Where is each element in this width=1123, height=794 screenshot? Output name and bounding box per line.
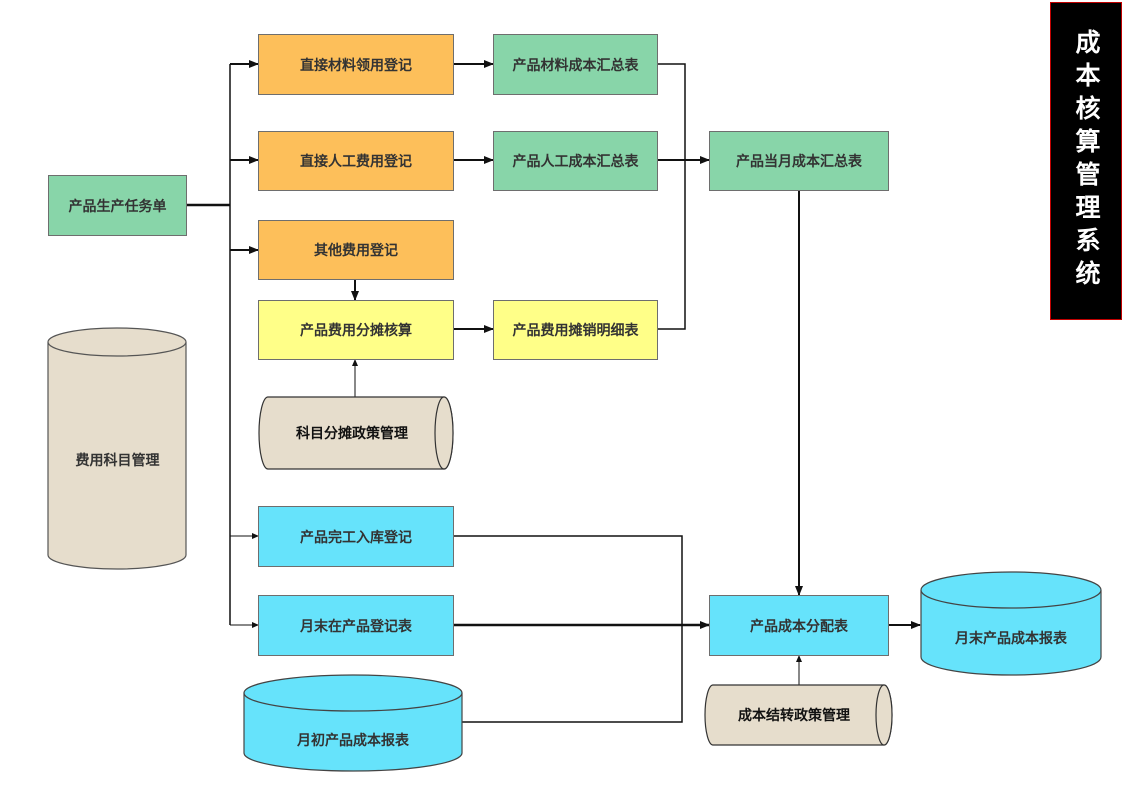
- labor-summary-label: 产品人工成本汇总表: [512, 154, 639, 170]
- expense-subject-cylinder: [47, 327, 187, 570]
- system-title-box: 成本核算管理系统: [1050, 2, 1122, 320]
- other-expense-box: 其他费用登记: [258, 220, 454, 280]
- direct-labor-box: 直接人工费用登记: [258, 131, 454, 191]
- monthly-summary-box: 产品当月成本汇总表: [709, 131, 889, 191]
- other-expense-label: 其他费用登记: [314, 243, 398, 259]
- material-summary-box: 产品材料成本汇总表: [493, 34, 658, 95]
- cost-distribution-box: 产品成本分配表: [709, 595, 889, 656]
- labor-summary-box: 产品人工成本汇总表: [493, 131, 658, 191]
- system-title: 成本核算管理系统: [1072, 29, 1101, 293]
- direct-material-box: 直接材料领用登记: [258, 34, 454, 95]
- expense-subject-label: 费用科目管理: [75, 453, 160, 469]
- wip-register-box: 月末在产品登记表: [258, 595, 454, 656]
- allocation-detail-box: 产品费用摊销明细表: [493, 300, 658, 360]
- allocation-calc-box: 产品费用分摊核算: [258, 300, 454, 360]
- task-order-box: 产品生产任务单: [48, 175, 187, 236]
- opening-report-cylinder: [243, 674, 463, 772]
- task-order-branch-lines: [186, 60, 259, 628]
- allocation-calc-label: 产品费用分摊核算: [300, 323, 412, 339]
- allocation-policy-cylinder: [258, 396, 454, 470]
- allocation-policy-label: 科目分摊政策管理: [296, 426, 408, 442]
- wip-register-label: 月末在产品登记表: [300, 618, 412, 635]
- task-order-label: 产品生产任务单: [68, 198, 167, 215]
- completion-entry-label: 产品完工入库登记: [300, 529, 412, 546]
- completion-entry-box: 产品完工入库登记: [258, 506, 454, 567]
- closing-report-cylinder: [920, 571, 1102, 676]
- direct-material-label: 直接材料领用登记: [300, 57, 412, 74]
- monthly-merge-lines: [658, 63, 803, 596]
- closing-report-label: 月末产品成本报表: [955, 631, 1067, 647]
- allocation-detail-label: 产品费用摊销明细表: [512, 323, 639, 339]
- transfer-policy-label: 成本结转政策管理: [738, 708, 850, 724]
- monthly-summary-label: 产品当月成本汇总表: [736, 154, 862, 170]
- distribution-input-lines: [454, 535, 921, 723]
- transfer-policy-cylinder: [704, 684, 893, 746]
- summary-arrows: [351, 60, 494, 397]
- direct-labor-label: 直接人工费用登记: [300, 154, 412, 170]
- material-summary-label: 产品材料成本汇总表: [512, 57, 639, 74]
- opening-report-label: 月初产品成本报表: [297, 733, 409, 749]
- cost-distribution-label: 产品成本分配表: [750, 618, 848, 635]
